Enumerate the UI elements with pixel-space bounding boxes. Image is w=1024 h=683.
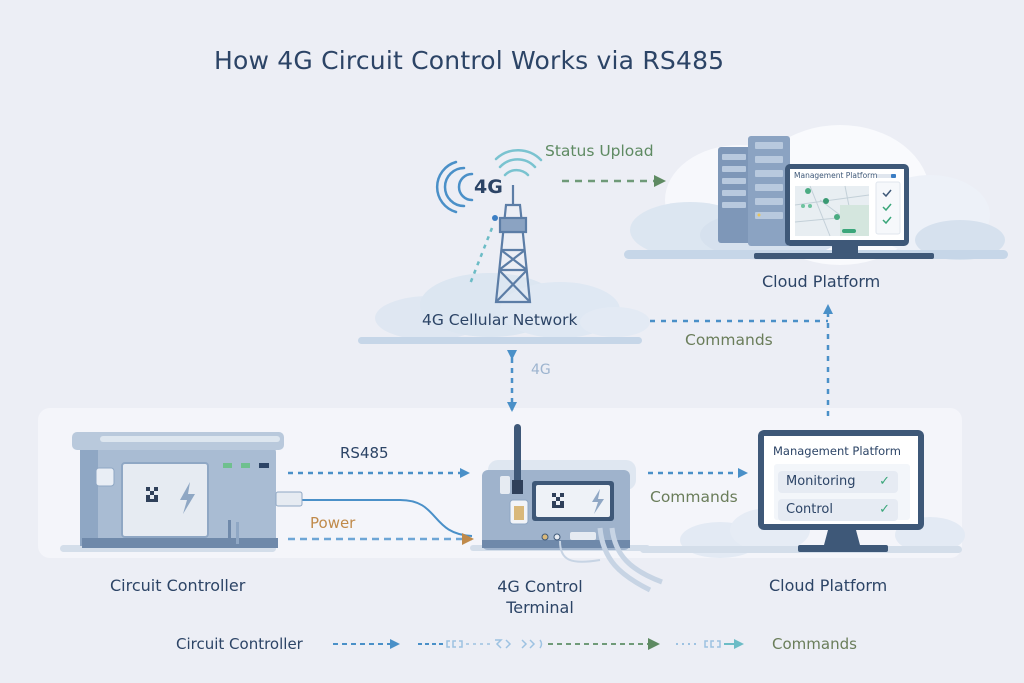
cloud-top-label: Cloud Platform [762, 272, 881, 291]
monitor-top-icon [754, 164, 934, 259]
monitoring-label: Monitoring [786, 474, 856, 489]
control-terminal-label-line1: 4G Control [497, 577, 583, 596]
signal-dot [492, 215, 498, 221]
cloud-bottom-label: Cloud Platform [769, 576, 888, 595]
control-label: Control [786, 502, 833, 517]
tower-signal-line [468, 227, 494, 285]
cellular-network-label: 4G Cellular Network [422, 311, 578, 329]
commands-top-label: Commands [685, 331, 773, 349]
diagram-title: How 4G Circuit Control Works via RS485 [214, 46, 725, 75]
monitor-bottom-title: Management Platform [773, 444, 901, 458]
power-label: Power [310, 514, 356, 532]
rs485-label: RS485 [340, 444, 389, 462]
control-terminal-label: 4G Control Terminal [480, 576, 600, 618]
signal-4g-label: 4G [474, 176, 503, 198]
terminal-icon [470, 424, 663, 593]
status-upload-label: Status Upload [545, 142, 654, 160]
control-terminal-label-line2: Terminal [506, 598, 574, 617]
legend-start-label: Circuit Controller [176, 635, 303, 653]
cell-tower-icon [494, 185, 532, 304]
signal-waves-icon [435, 149, 543, 214]
server-rack-icon [718, 136, 790, 246]
cellular-network-cloud-icon [358, 273, 650, 344]
control-row: Control ✓ [778, 499, 898, 521]
commands-bottom-label: Commands [650, 488, 738, 506]
cable-line [302, 499, 473, 537]
cabinet-icon [60, 432, 303, 552]
check-icon: ✓ [879, 474, 890, 489]
link-4g-label: 4G [531, 362, 551, 378]
monitoring-row: Monitoring ✓ [778, 471, 898, 493]
circuit-controller-label: Circuit Controller [110, 576, 246, 595]
check-icon: ✓ [879, 502, 890, 517]
monitor-top-title: Management Platform [794, 171, 878, 180]
legend-flow [333, 638, 744, 650]
legend-end-label: Commands [772, 635, 857, 653]
